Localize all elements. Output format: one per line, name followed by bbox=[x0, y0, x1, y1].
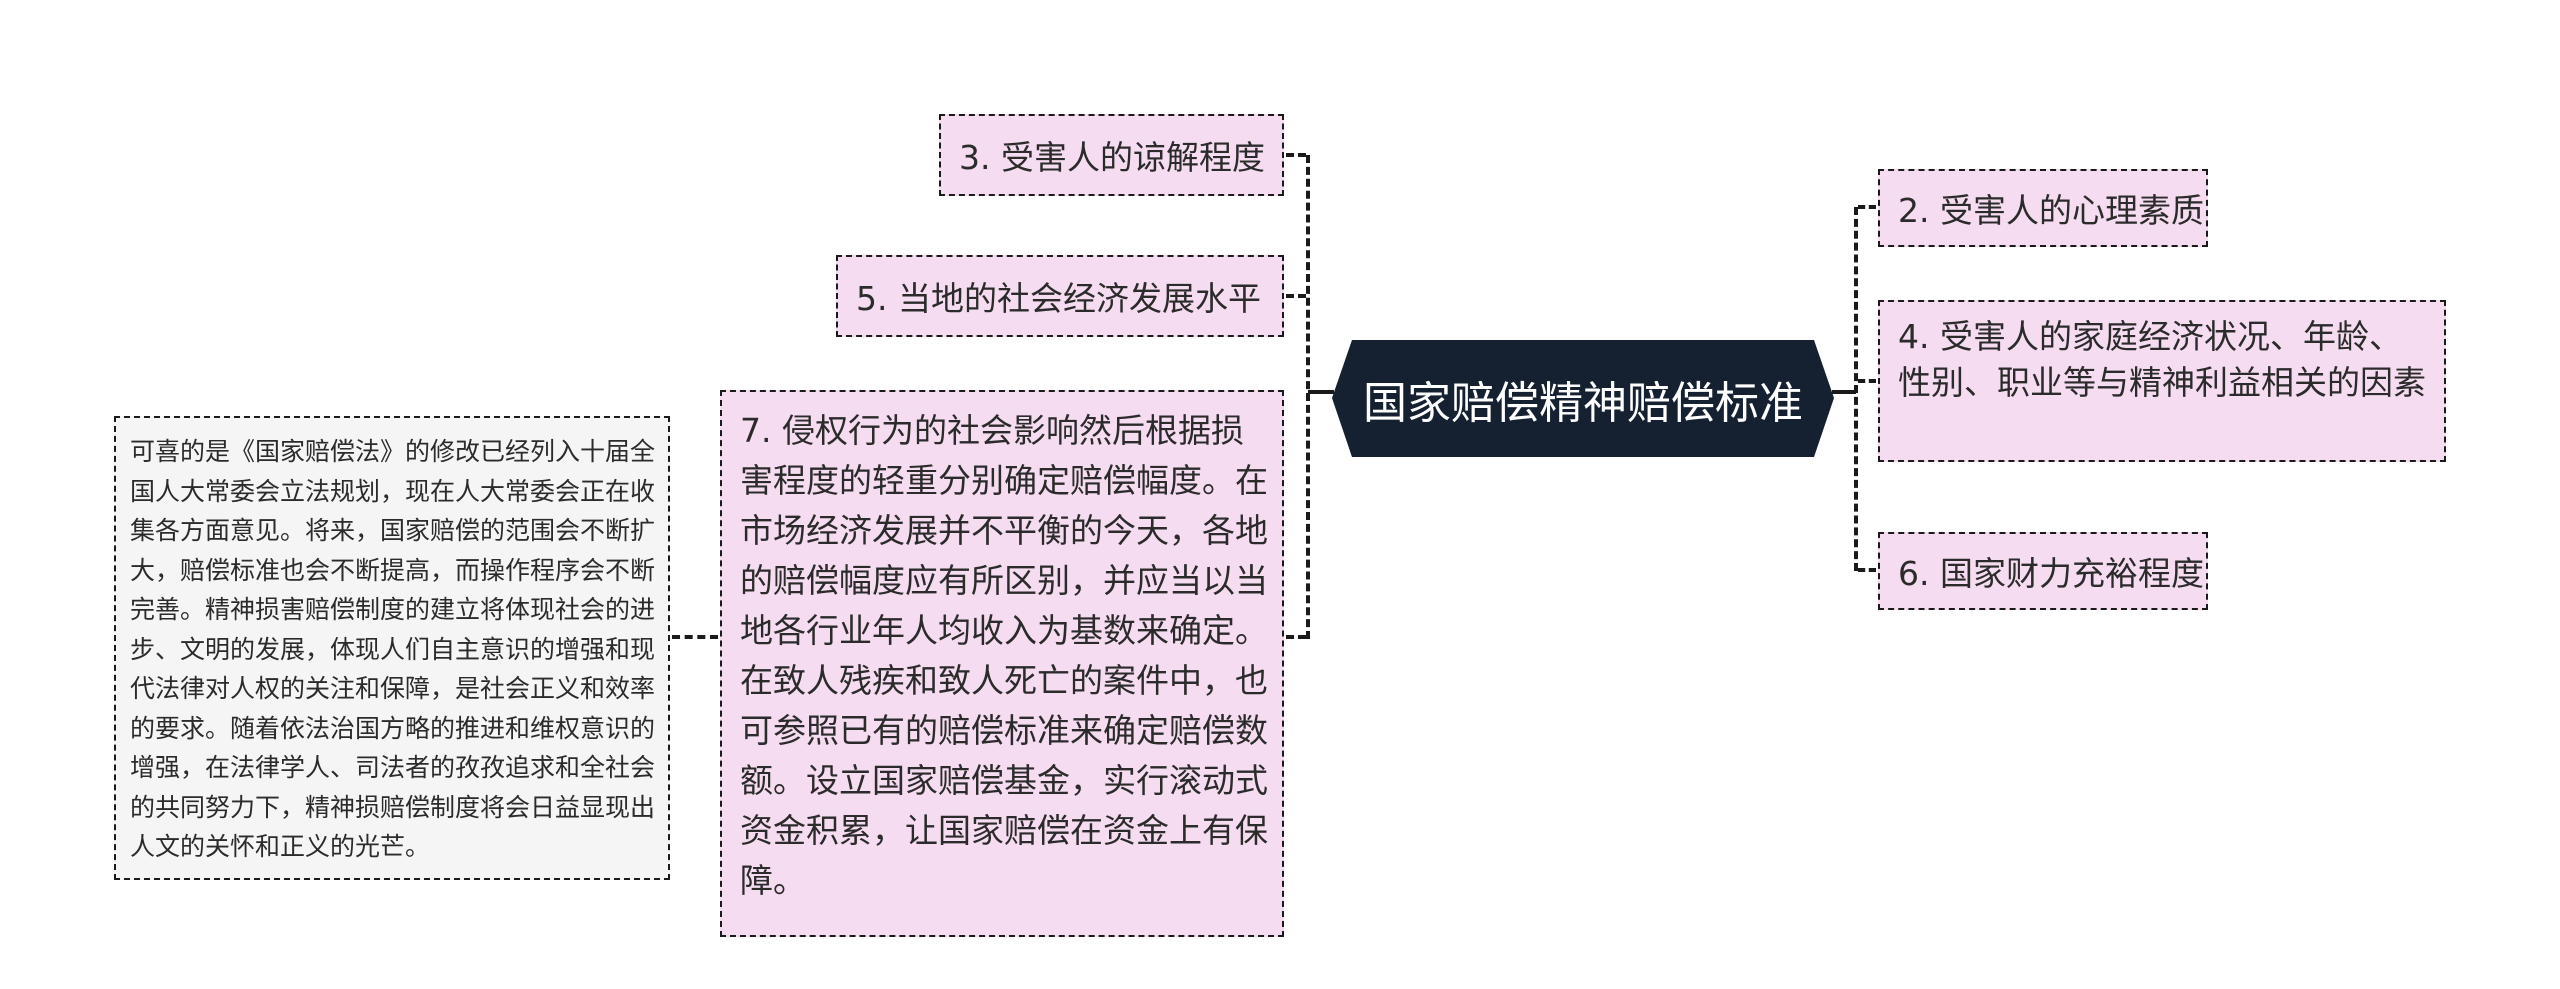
root-label: 国家赔偿精神赔偿标准 bbox=[1363, 377, 1803, 429]
root-left-connector bbox=[1308, 390, 1334, 394]
connector-to-node-2 bbox=[1858, 205, 1876, 209]
root-node[interactable]: 国家赔偿精神赔偿标准 bbox=[1332, 340, 1834, 457]
branch-node-5-label: 5. 当地的社会经济发展水平 bbox=[856, 279, 1261, 318]
connector-to-node-3 bbox=[1286, 153, 1306, 157]
branch-node-2-label: 2. 受害人的心理素质 bbox=[1898, 191, 2204, 230]
branch-node-7-label: 7. 侵权行为的社会影响然后根据损害程度的轻重分别确定赔偿幅度。在市场经济发展并… bbox=[740, 411, 1268, 900]
left-trunk-connector bbox=[1306, 155, 1310, 639]
note-text: 可喜的是《国家赔偿法》的修改已经列入十届全国人大常委会立法规划，现在人大常委会正… bbox=[130, 437, 656, 861]
branch-node-3[interactable]: 3. 受害人的谅解程度 bbox=[939, 114, 1284, 196]
branch-node-7[interactable]: 7. 侵权行为的社会影响然后根据损害程度的轻重分别确定赔偿幅度。在市场经济发展并… bbox=[720, 390, 1284, 937]
branch-node-4-label: 4. 受害人的家庭经济状况、年龄、性别、职业等与精神利益相关的因素 bbox=[1898, 317, 2426, 402]
right-trunk-connector bbox=[1854, 207, 1858, 571]
connector-node-7-to-note bbox=[672, 635, 718, 639]
root-right-connector bbox=[1832, 390, 1856, 394]
connector-to-node-6 bbox=[1858, 568, 1876, 572]
connector-to-node-5 bbox=[1286, 294, 1306, 298]
connector-to-node-4 bbox=[1858, 379, 1876, 383]
branch-node-5[interactable]: 5. 当地的社会经济发展水平 bbox=[836, 255, 1284, 337]
hexagon-shape bbox=[1332, 340, 1834, 457]
note-node[interactable]: 可喜的是《国家赔偿法》的修改已经列入十届全国人大常委会立法规划，现在人大常委会正… bbox=[114, 416, 670, 880]
branch-node-3-label: 3. 受害人的谅解程度 bbox=[959, 138, 1265, 177]
branch-node-6[interactable]: 6. 国家财力充裕程度 bbox=[1878, 532, 2208, 610]
branch-node-4[interactable]: 4. 受害人的家庭经济状况、年龄、性别、职业等与精神利益相关的因素 bbox=[1878, 300, 2446, 462]
branch-node-6-label: 6. 国家财力充裕程度 bbox=[1898, 554, 2204, 593]
branch-node-2[interactable]: 2. 受害人的心理素质 bbox=[1878, 169, 2208, 247]
connector-to-node-7 bbox=[1286, 635, 1306, 639]
